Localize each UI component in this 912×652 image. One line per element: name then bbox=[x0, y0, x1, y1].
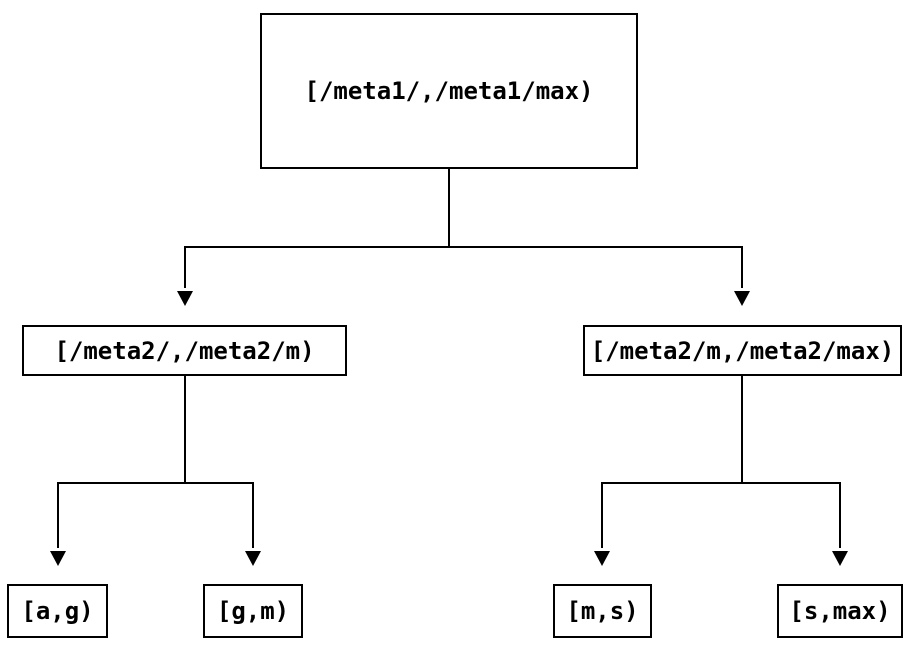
node-label: [/meta2/m,/meta2/max) bbox=[590, 336, 895, 365]
connector-meta2-left-stem bbox=[184, 374, 186, 482]
connector-root-right-drop bbox=[741, 246, 743, 288]
node-label: [s,max) bbox=[789, 597, 891, 625]
arrowhead-icon bbox=[734, 291, 750, 306]
connector-root-stem bbox=[448, 167, 450, 247]
connector-leaf-ag-drop bbox=[57, 482, 59, 548]
arrowhead-icon bbox=[594, 551, 610, 566]
connector-root-left-drop bbox=[184, 246, 186, 288]
arrowhead-icon bbox=[50, 551, 66, 566]
node-leaf-ag: [a,g) bbox=[7, 584, 108, 638]
node-label: [/meta1/,/meta1/max) bbox=[304, 77, 594, 105]
node-root-interval: [/meta1/,/meta1/max) bbox=[260, 13, 638, 169]
connector-meta2-left-crossbar bbox=[57, 482, 254, 484]
arrowhead-icon bbox=[832, 551, 848, 566]
node-label: [m,s) bbox=[566, 597, 639, 625]
node-meta2-right-interval: [/meta2/m,/meta2/max) bbox=[583, 325, 902, 376]
node-leaf-smax: [s,max) bbox=[777, 584, 903, 638]
connector-meta2-right-stem bbox=[741, 374, 743, 482]
connector-leaf-smax-drop bbox=[839, 482, 841, 548]
connector-root-crossbar bbox=[184, 246, 743, 248]
node-label: [/meta2/,/meta2/m) bbox=[54, 336, 315, 365]
arrowhead-icon bbox=[177, 291, 193, 306]
connector-leaf-gm-drop bbox=[252, 482, 254, 548]
node-meta2-left-interval: [/meta2/,/meta2/m) bbox=[22, 325, 347, 376]
node-label: [a,g) bbox=[21, 597, 94, 625]
node-leaf-gm: [g,m) bbox=[203, 584, 303, 638]
connector-leaf-ms-drop bbox=[601, 482, 603, 548]
node-leaf-ms: [m,s) bbox=[553, 584, 652, 638]
node-label: [g,m) bbox=[216, 597, 290, 625]
arrowhead-icon bbox=[245, 551, 261, 566]
connector-meta2-right-crossbar bbox=[601, 482, 841, 484]
